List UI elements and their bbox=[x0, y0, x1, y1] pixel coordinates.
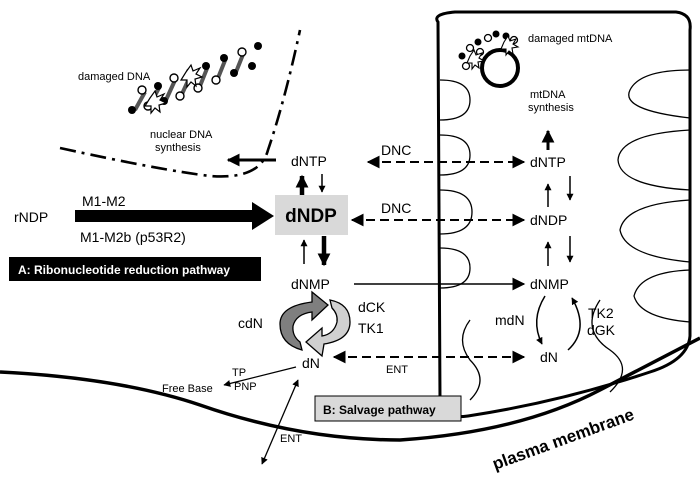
cyto-dndp-label: dNDP bbox=[285, 206, 337, 227]
dck-cycle-arrow bbox=[305, 299, 351, 358]
arrow-dn-to-freebase bbox=[223, 366, 297, 387]
nuclear-dna-synthesis-label: synthesis bbox=[155, 142, 201, 154]
dndp-box bbox=[275, 195, 348, 235]
damaged-mtdna-label: damaged mtDNA bbox=[528, 33, 613, 45]
reduction-pathway-box bbox=[9, 257, 261, 281]
plasma-membrane-label: plasma membrane bbox=[490, 405, 637, 474]
mito-dntp-label: dNTP bbox=[530, 154, 566, 170]
ent-bottom-arrow bbox=[261, 379, 299, 465]
dgk-label: dGK bbox=[587, 322, 616, 338]
nuclear-envelope bbox=[59, 29, 302, 178]
pnp-label: PNP bbox=[234, 381, 257, 393]
rndp-label: rNDP bbox=[14, 209, 48, 225]
mtdna-label: mtDNA bbox=[530, 89, 566, 101]
dnc-top-label: DNC bbox=[381, 142, 411, 158]
tk2-label: TK2 bbox=[588, 305, 614, 321]
mito-dnmp-label: dNMP bbox=[530, 276, 569, 292]
mito-dn-label: dN bbox=[540, 349, 558, 365]
mitochondrion-outline bbox=[435, 10, 692, 419]
salvage-pathway-box bbox=[314, 395, 462, 422]
free-base-label: Free Base bbox=[162, 383, 213, 395]
plasma-membrane bbox=[0, 336, 700, 442]
ent-mid-label: ENT bbox=[386, 364, 408, 376]
mdn-label: mdN bbox=[495, 312, 525, 328]
cristae-right bbox=[617, 69, 691, 323]
cdn-label: cdN bbox=[238, 315, 263, 331]
cyto-dntp-label: dNTP bbox=[291, 153, 327, 169]
reduction-arrowhead bbox=[252, 202, 274, 230]
cristae-left bbox=[439, 79, 473, 289]
damaged-dna-icon bbox=[128, 42, 262, 115]
cdn-cycle-arrow bbox=[279, 290, 329, 351]
tp-label: TP bbox=[232, 367, 246, 379]
ent-bottom-label: ENT bbox=[280, 433, 302, 445]
mito-dndp-label: dNDP bbox=[530, 212, 567, 228]
dnc-mid-label: DNC bbox=[381, 200, 411, 216]
cyto-dnmp-label: dNMP bbox=[291, 276, 330, 292]
damaged-mtdna-icon bbox=[458, 30, 520, 88]
reduction-pathway-label: A: Ribonucleotide reduction pathway bbox=[18, 263, 230, 277]
m1m2b-label: M1-M2b (p53R2) bbox=[80, 229, 186, 245]
nuclear-dna-label: nuclear DNA bbox=[150, 129, 213, 141]
mtdna-synthesis-label: synthesis bbox=[528, 102, 574, 114]
m1m2-label: M1-M2 bbox=[82, 193, 126, 209]
arrow-mdnmp-to-mdn bbox=[536, 295, 546, 345]
tk1-label: TK1 bbox=[358, 320, 384, 336]
cyto-dn-label: dN bbox=[302, 355, 320, 371]
arrow-mdn-to-mdnmp bbox=[567, 297, 581, 351]
dck-label: dCK bbox=[358, 299, 386, 315]
damaged-dna-label: damaged DNA bbox=[78, 71, 151, 83]
salvage-pathway-label: B: Salvage pathway bbox=[323, 403, 436, 417]
